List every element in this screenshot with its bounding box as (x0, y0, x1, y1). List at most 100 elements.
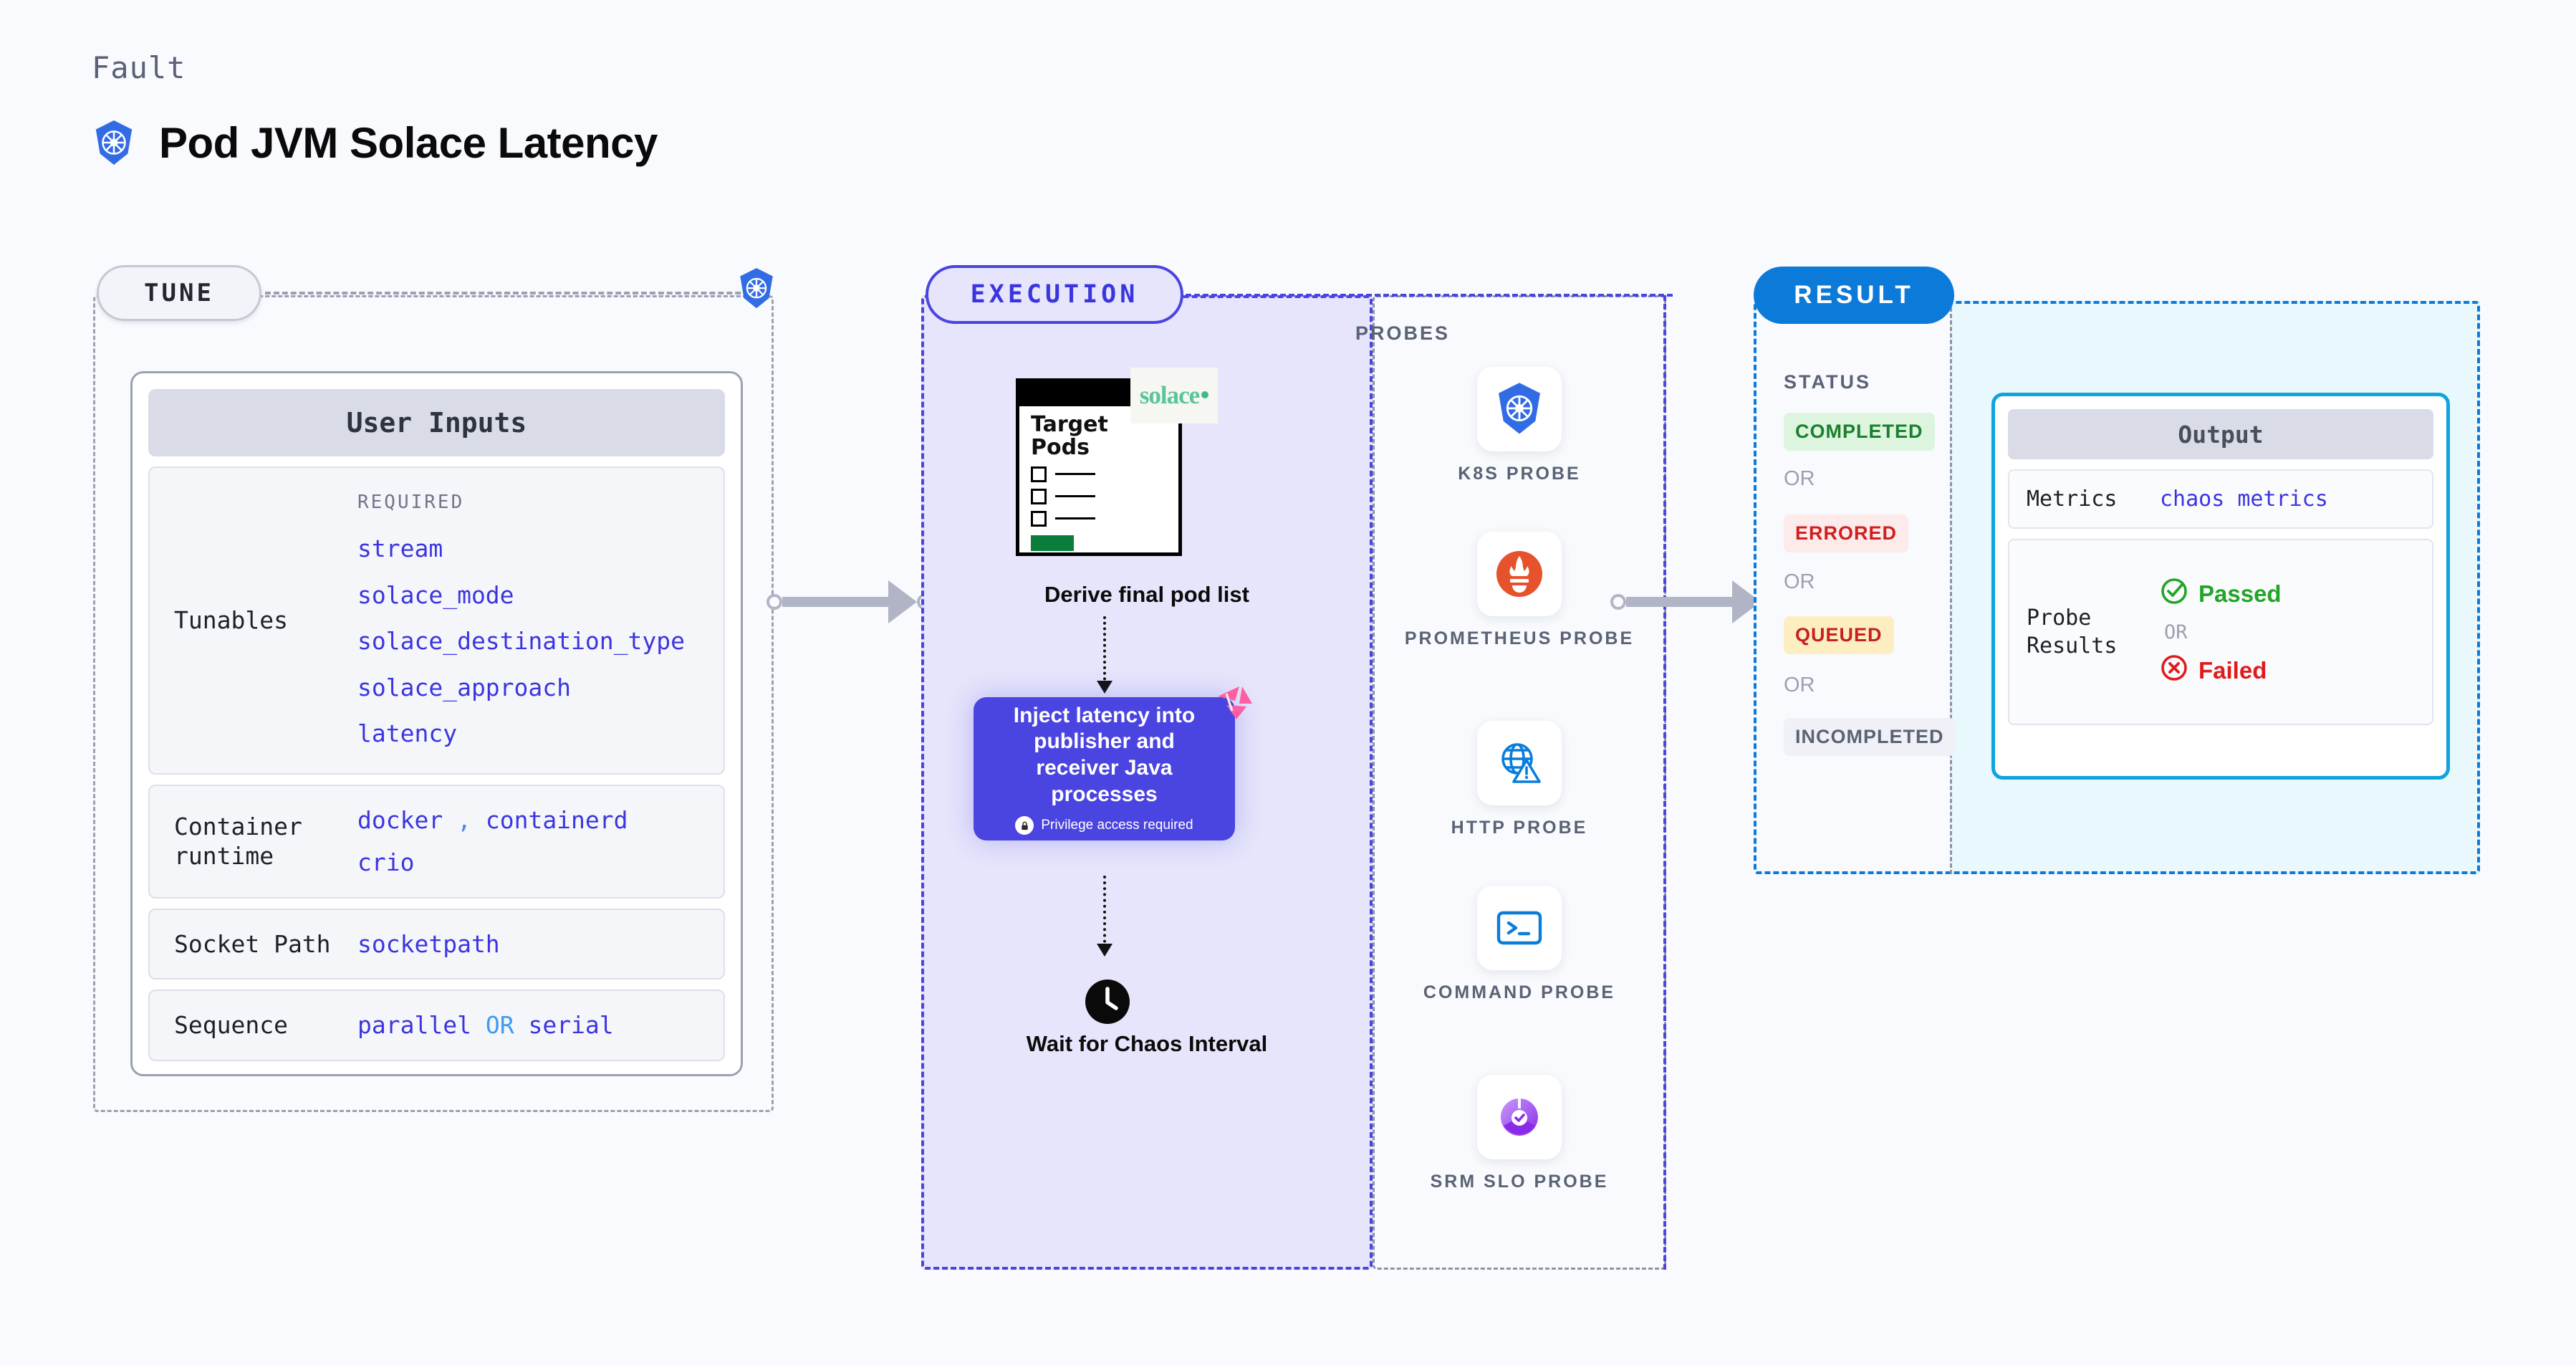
list-rule (1055, 495, 1095, 498)
status-badge-completed: COMPLETED (1784, 413, 1935, 451)
status-badge-queued: QUEUED (1784, 616, 1894, 654)
probe-item-prometheus[interactable]: PROMETHEUS PROBE (1373, 532, 1666, 650)
list-rule (1055, 473, 1095, 476)
sequence-serial: serial (528, 1011, 614, 1040)
probe-results-or: OR (2164, 621, 2188, 643)
verdict-passed: Passed (2160, 577, 2432, 611)
verdict-failed: Failed (2160, 653, 2432, 688)
flow-arrow-down (1097, 876, 1112, 957)
tunable-solace-approach: solace_approach (357, 673, 572, 701)
runtime-containerd: containerd (485, 806, 628, 834)
status-badge-errored: ERRORED (1784, 514, 1909, 552)
connector-start-node (1610, 594, 1626, 610)
probes-section-label: PROBES (1355, 322, 1451, 344)
tune-dashed-connector (265, 292, 766, 294)
probe-item-command[interactable]: COMMAND PROBE (1373, 886, 1666, 1004)
derive-pod-list-label: Derive final pod list (1044, 582, 1249, 607)
value-separator: , (457, 806, 471, 834)
probe-label: SRM SLO PROBE (1430, 1172, 1609, 1192)
socket-path-value: socketpath (357, 929, 500, 958)
table-row: Socket Path socketpath (148, 908, 725, 980)
tunable-stream: stream (357, 535, 443, 563)
http-globe-warning-icon (1477, 721, 1562, 805)
list-item (1019, 466, 1178, 482)
page-title: Pod JVM Solace Latency (159, 119, 658, 167)
probe-results-values: Passed OR Failed (2160, 577, 2432, 688)
x-circle-icon (2160, 653, 2188, 688)
status-or-3: OR (1784, 674, 1815, 696)
execution-stage-chip[interactable]: EXECUTION (926, 265, 1183, 324)
required-tag: REQUIRED (357, 491, 465, 513)
sequence-label: Sequence (174, 1011, 288, 1040)
container-runtime-values: docker , containerd crio (357, 799, 724, 884)
sequence-values: parallel OR serial (357, 1004, 724, 1046)
flow-arrow-down (1097, 616, 1112, 694)
inject-latency-text: Inject latency into publisher and receiv… (1013, 703, 1196, 806)
probe-item-k8s[interactable]: K8S PROBE (1373, 367, 1666, 485)
privilege-note: Privilege access required (1015, 816, 1193, 835)
table-row: Tunables REQUIRED stream solace_mode sol… (148, 466, 725, 775)
clock-icon (1084, 978, 1131, 1029)
lock-icon (1015, 816, 1034, 835)
tunable-solace-destination-type: solace_destination_type (357, 627, 685, 656)
list-item (1019, 510, 1178, 527)
status-or-2: OR (1784, 570, 1815, 593)
metrics-value: chaos metrics (2160, 487, 2328, 512)
wait-for-chaos-interval-label: Wait for Chaos Interval (1026, 1031, 1268, 1056)
result-inner-divider (1950, 301, 1952, 874)
tunable-latency: latency (357, 719, 458, 747)
probe-item-srm-slo[interactable]: SRM SLO PROBE (1373, 1075, 1666, 1193)
privilege-note-text: Privilege access required (1041, 818, 1193, 833)
connector-arrowhead (888, 580, 917, 623)
table-row: Container runtime docker , containerd cr… (148, 785, 725, 899)
container-runtime-label: Container runtime (174, 813, 302, 871)
probes-panel-right-border (1663, 295, 1666, 1270)
fault-eyebrow-label: Fault (92, 50, 186, 85)
probe-item-http[interactable]: HTTP PROBE (1373, 721, 1666, 839)
page-title-row: Pod JVM Solace Latency (92, 118, 658, 168)
probe-label: COMMAND PROBE (1423, 982, 1616, 1002)
runtime-docker: docker (357, 806, 443, 834)
kubernetes-icon (92, 119, 136, 168)
list-item (1019, 488, 1178, 504)
checkbox-icon (1031, 488, 1047, 504)
runtime-crio: crio (357, 848, 415, 877)
connector-start-node (766, 594, 782, 610)
sequence-parallel: parallel (357, 1011, 471, 1040)
failed-label: Failed (2198, 656, 2267, 684)
check-circle-icon (2160, 577, 2188, 611)
probe-label: HTTP PROBE (1451, 818, 1588, 838)
checkbox-icon (1031, 510, 1047, 527)
status-or-1: OR (1784, 467, 1815, 490)
kubernetes-badge-icon (736, 267, 777, 315)
metrics-label: Metrics (2027, 487, 2118, 512)
list-rule (1055, 517, 1095, 520)
kubernetes-icon (1477, 367, 1562, 451)
tune-stage-chip[interactable]: TUNE (97, 265, 261, 321)
tunables-label: Tunables (174, 606, 288, 635)
result-status-background (1754, 301, 1950, 874)
solace-logo: solace (1130, 368, 1218, 423)
status-bar (1031, 535, 1074, 551)
connector-tune-to-execution (766, 580, 933, 623)
status-badge-incompleted: INCOMPLETED (1784, 718, 1956, 756)
status-section-label: STATUS (1784, 371, 1871, 393)
result-stage-chip[interactable]: RESULT (1754, 267, 1954, 324)
terminal-icon (1477, 886, 1562, 970)
output-title: Output (2008, 409, 2433, 459)
passed-label: Passed (2198, 580, 2282, 607)
table-row: Sequence parallel OR serial (148, 990, 725, 1061)
result-panel (1754, 301, 2480, 874)
connector-line (1626, 597, 1734, 607)
solace-dot-icon (1201, 391, 1209, 398)
connector-line (782, 597, 890, 607)
probe-label: PROMETHEUS PROBE (1404, 628, 1635, 648)
prometheus-icon (1477, 532, 1562, 616)
table-row: Metrics chaos metrics (2008, 469, 2433, 529)
tunables-values: REQUIRED stream solace_mode solace_desti… (357, 484, 724, 757)
